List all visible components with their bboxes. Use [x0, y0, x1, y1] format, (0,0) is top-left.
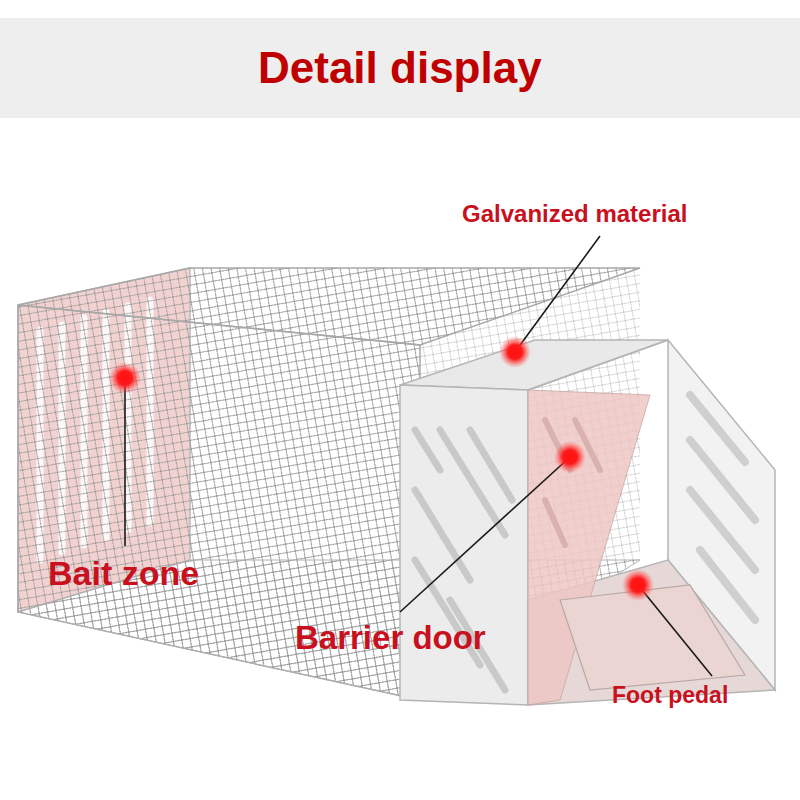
callout-label: Foot pedal [612, 682, 728, 710]
callout-label: Bait zone [48, 553, 199, 594]
title: Detail display [258, 42, 542, 95]
box-top [400, 340, 668, 390]
side-slots [690, 395, 755, 620]
box-edge [528, 340, 668, 390]
box-front [400, 385, 528, 705]
leader-lines [125, 236, 712, 676]
callout-label: Galvanized material [462, 200, 687, 229]
callout-label: Barrier door [295, 618, 486, 658]
door-slots [545, 420, 600, 545]
foot-pedal-plate [560, 585, 745, 690]
title-band [0, 18, 800, 118]
